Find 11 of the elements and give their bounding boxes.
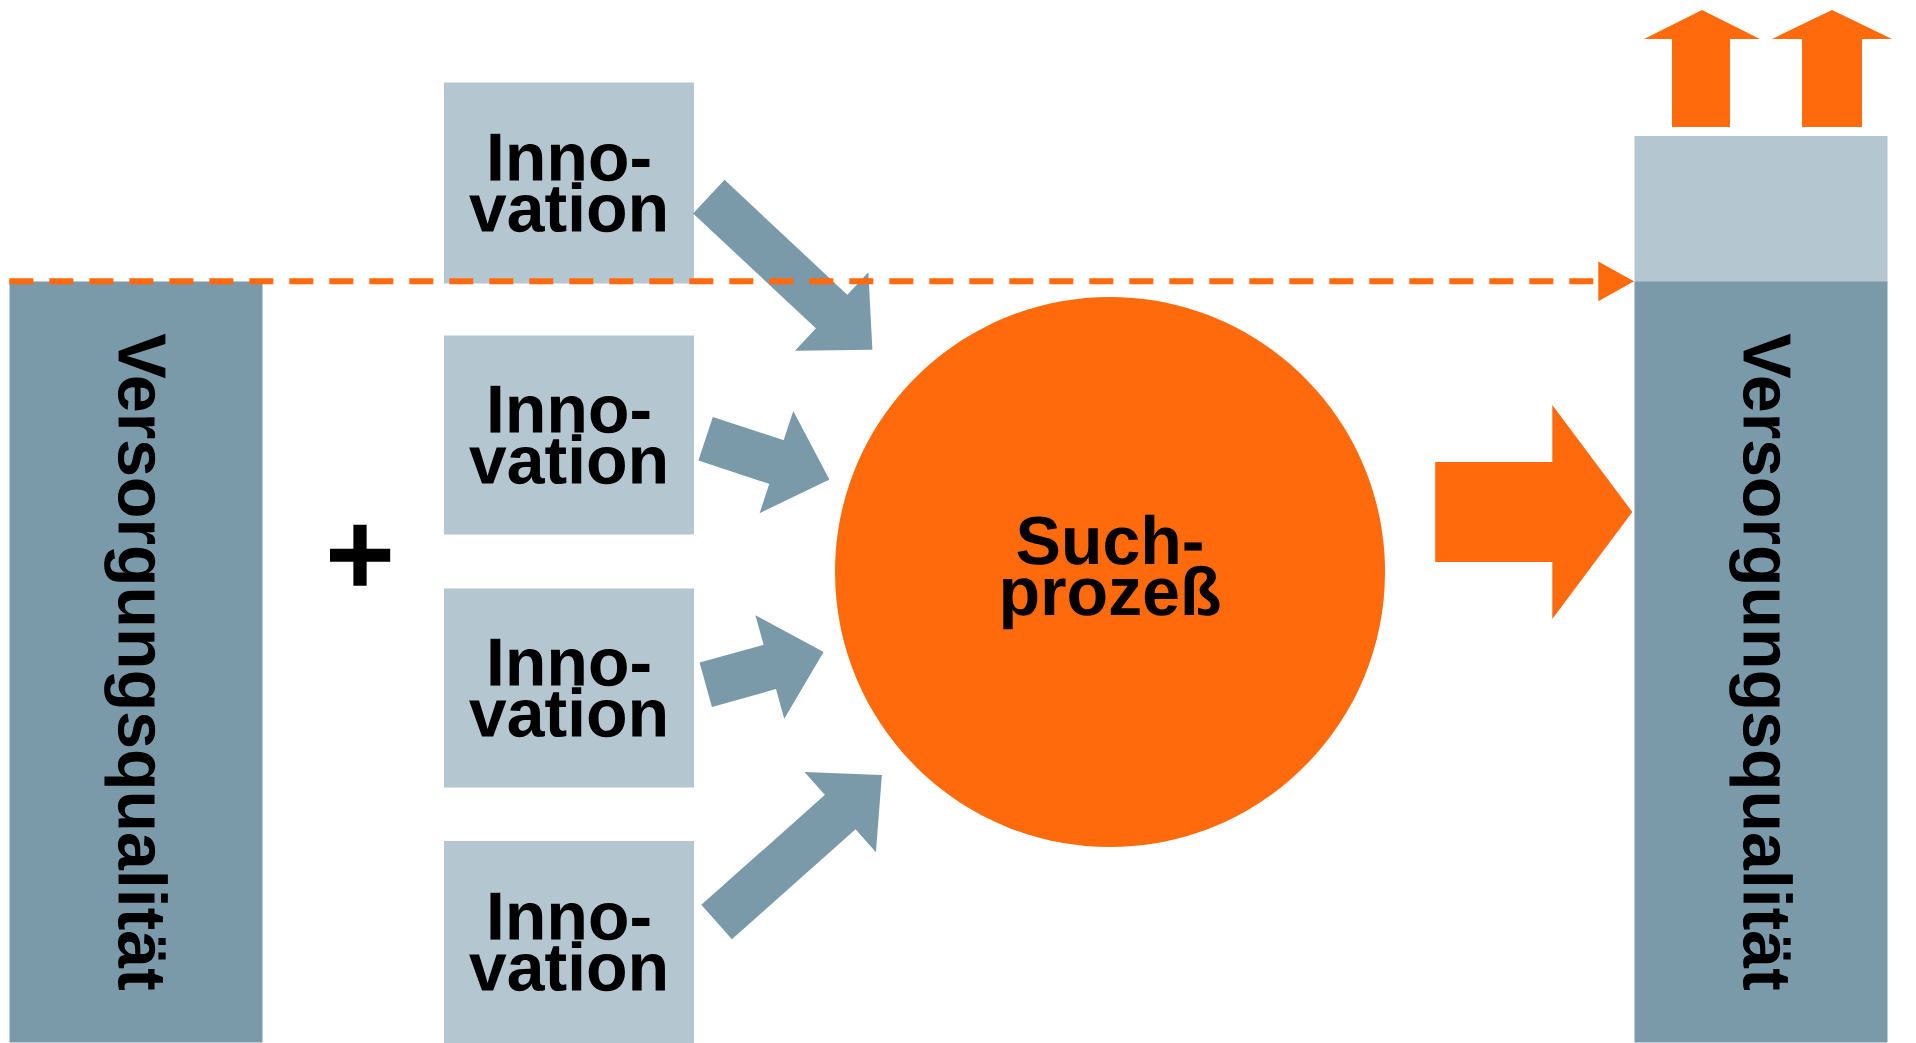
block-arrow [1435,405,1633,619]
innovation-box: Inno- vation [444,588,694,788]
plus-sign: + [330,524,391,586]
block-arrow [701,771,882,940]
bar-segment [1634,136,1888,282]
quality-bar: Versorgungsqualität [9,281,263,1043]
quality-bar: Versorgungsqualität [1634,281,1888,1043]
block-arrow [693,179,873,351]
innovation-box: Inno- vation [444,841,694,1043]
innovation-box: Inno- vation [444,335,694,535]
innovation-box: Inno- vation [444,82,694,284]
